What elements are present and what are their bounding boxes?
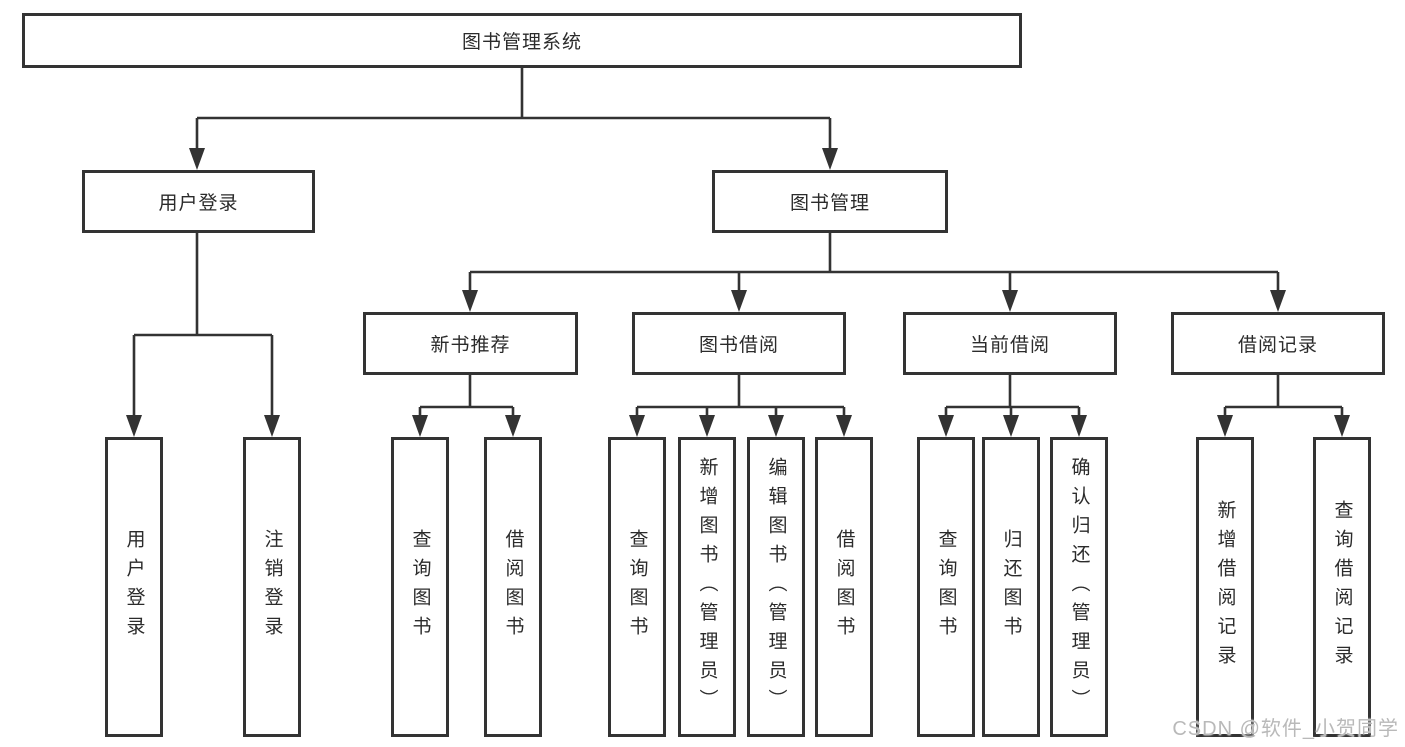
leaf-query-borrow-record: 查询借阅记录 — [1313, 437, 1371, 737]
leaf-return-books: 归还图书 — [982, 437, 1040, 737]
node-book-borrowing: 图书借阅 — [632, 312, 846, 375]
leaf-add-borrow-record-label: 新增借阅记录 — [1214, 500, 1236, 674]
leaf-borrow-books-2: 借阅图书 — [815, 437, 873, 737]
leaf-user-login-label: 用户登录 — [123, 529, 145, 645]
leaf-query-books-3: 查询图书 — [917, 437, 975, 737]
node-user-login-label: 用户登录 — [158, 193, 239, 214]
leaf-confirm-return-admin: 确认归还（管理员） — [1050, 437, 1108, 737]
leaf-borrow-books-1-label: 借阅图书 — [502, 529, 524, 645]
node-current-borrowing-label: 当前借阅 — [969, 335, 1050, 356]
node-current-borrowing: 当前借阅 — [903, 312, 1117, 375]
leaf-edit-books-admin: 编辑图书（管理员） — [747, 437, 805, 737]
leaf-logout-label: 注销登录 — [261, 529, 283, 645]
leaf-query-books-3-label: 查询图书 — [935, 529, 957, 645]
leaf-query-books-1: 查询图书 — [391, 437, 449, 737]
leaf-user-login: 用户登录 — [105, 437, 163, 737]
node-book-management-label: 图书管理 — [789, 193, 870, 214]
node-book-borrowing-label: 图书借阅 — [698, 335, 779, 356]
leaf-query-books-1-label: 查询图书 — [409, 529, 431, 645]
node-new-book-recommend: 新书推荐 — [363, 312, 578, 375]
leaf-borrow-books-1: 借阅图书 — [484, 437, 542, 737]
node-root: 图书管理系统 — [22, 13, 1022, 68]
leaf-query-books-2: 查询图书 — [608, 437, 666, 737]
leaf-add-books-admin-label: 新增图书（管理员） — [696, 456, 718, 718]
leaf-return-books-label: 归还图书 — [1000, 529, 1022, 645]
node-borrow-records: 借阅记录 — [1171, 312, 1385, 375]
node-new-book-recommend-label: 新书推荐 — [430, 335, 511, 356]
node-user-login: 用户登录 — [82, 170, 315, 233]
leaf-edit-books-admin-label: 编辑图书（管理员） — [765, 456, 787, 718]
node-borrow-records-label: 借阅记录 — [1237, 335, 1318, 356]
leaf-add-books-admin: 新增图书（管理员） — [678, 437, 736, 737]
leaf-query-books-2-label: 查询图书 — [626, 529, 648, 645]
leaf-confirm-return-admin-label: 确认归还（管理员） — [1068, 456, 1090, 718]
node-root-label: 图书管理系统 — [461, 32, 582, 53]
csdn-watermark: CSDN @软件_小贺同学 — [1172, 718, 1399, 740]
leaf-borrow-books-2-label: 借阅图书 — [833, 529, 855, 645]
node-book-management: 图书管理 — [712, 170, 948, 233]
leaf-add-borrow-record: 新增借阅记录 — [1196, 437, 1254, 737]
leaf-logout: 注销登录 — [243, 437, 301, 737]
leaf-query-borrow-record-label: 查询借阅记录 — [1331, 500, 1353, 674]
